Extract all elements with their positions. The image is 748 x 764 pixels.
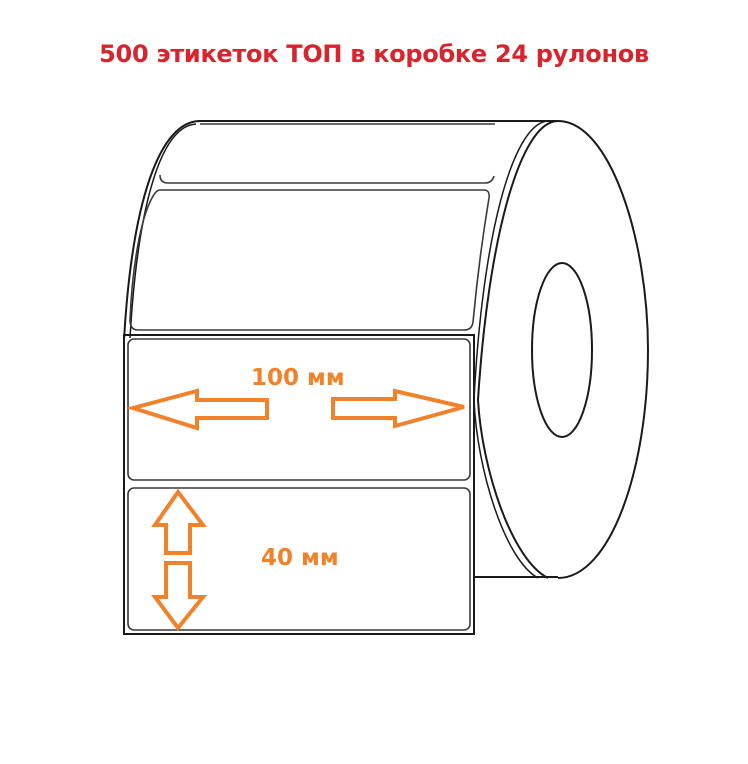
height-dimension-label: 40 мм xyxy=(261,545,339,571)
arrow-down-icon xyxy=(151,561,208,632)
backing-liner xyxy=(123,334,475,635)
curved-labels xyxy=(129,123,495,331)
label-4 xyxy=(127,487,471,631)
dimension-arrows xyxy=(125,388,465,632)
roll-outline xyxy=(123,120,650,579)
label-2 xyxy=(129,189,490,331)
label-3 xyxy=(127,338,471,481)
arrow-up-icon xyxy=(151,488,208,555)
roll-core-hole xyxy=(531,262,593,438)
width-dimension-label: 100 мм xyxy=(251,365,345,391)
label-1 xyxy=(159,123,495,184)
roll-end-face xyxy=(557,120,650,579)
arrow-right-icon xyxy=(331,388,465,429)
arrow-left-icon xyxy=(125,388,269,431)
page-title: 500 этикеток ТОП в коробке 24 рулонов xyxy=(99,40,649,68)
